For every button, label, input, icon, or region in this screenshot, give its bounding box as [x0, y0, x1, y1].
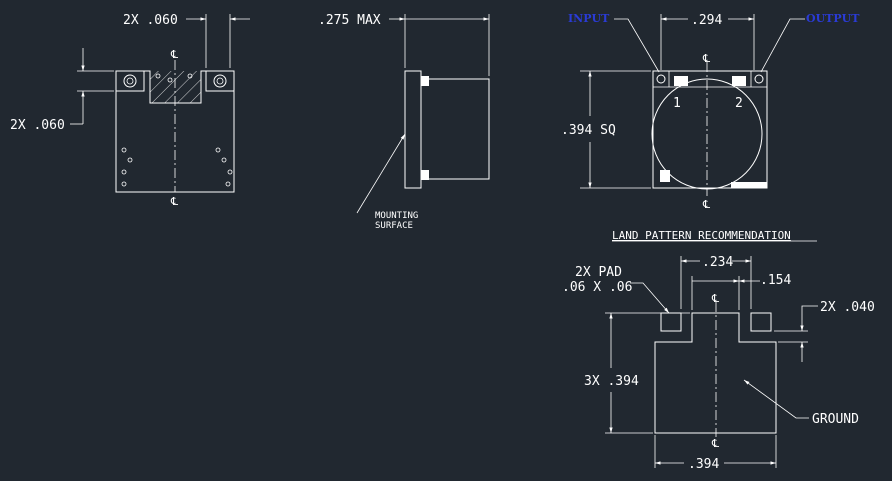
side-view: .275 MAX MOUNTING SURFACE: [318, 13, 490, 231]
land-pad-right: [750, 312, 772, 332]
top-pad-4: [731, 182, 767, 188]
side-mounting-leader: [356, 133, 406, 214]
land-dim-tab-width: .154: [760, 273, 791, 288]
side-flange: [404, 70, 422, 189]
land-pad-label-2: .06 X .06: [562, 280, 632, 295]
side-tab-bottom: [421, 170, 429, 180]
land-pattern-title: LAND PATTERN RECOMMENDATION: [612, 229, 791, 242]
front-pin-right-inner: [216, 77, 224, 85]
top-view: ℄ ℄ 1 2 INPUT OUTPUT .294 .394 SQ: [561, 12, 860, 211]
front-pin-right-hole: [213, 74, 227, 88]
front-pin-left-hole: [123, 74, 137, 88]
top-body: [652, 70, 768, 189]
top-output-leader: [760, 18, 805, 73]
front-dim-pin-height: 2X .060: [10, 118, 65, 133]
front-view: ℄ ℄ 2X .060 2X .060: [10, 13, 250, 208]
top-input-label: INPUT: [568, 12, 610, 25]
front-cl-top: ℄: [170, 48, 178, 61]
top-input-leader: [614, 18, 660, 73]
side-mounting-label-2: SURFACE: [375, 221, 413, 231]
front-cl-bottom: ℄: [170, 195, 178, 208]
top-dim-pitch: .294: [691, 13, 722, 28]
side-tab-top: [421, 76, 429, 86]
land-dim-pad-spacing: .234: [702, 255, 733, 270]
land-dim-arrow-gap-1: [800, 305, 818, 331]
top-pin-output: [754, 74, 764, 84]
front-dots: [121, 73, 233, 187]
side-dim-max: .275 MAX: [318, 13, 381, 28]
land-ground-leader: [743, 379, 809, 419]
land-pad-label-1: 2X PAD: [575, 265, 622, 280]
land-dim-gap: 2X .040: [820, 300, 875, 315]
front-pin-left-inner: [126, 77, 134, 85]
top-pin1-label: 1: [673, 96, 681, 111]
front-pin-right: [205, 70, 235, 92]
land-pattern: LAND PATTERN RECOMMENDATION ℄ ℄ 2X PAD .…: [562, 229, 875, 472]
land-dim-height: 3X .394: [584, 374, 639, 389]
top-pad-2: [732, 76, 746, 86]
top-pad-1: [674, 76, 688, 86]
top-pad-3: [660, 170, 670, 182]
land-cl-bottom: ℄: [711, 437, 719, 450]
front-pin-left: [115, 70, 145, 92]
land-pad-leader: [630, 282, 670, 314]
front-top-strip: [150, 71, 201, 103]
land-pad-left: [660, 312, 682, 332]
top-output-label: OUTPUT: [806, 12, 860, 25]
land-ground: [654, 312, 777, 434]
top-cl-bottom: ℄: [702, 198, 710, 211]
top-dim-square: .394 SQ: [561, 123, 616, 138]
top-cl-top: ℄: [702, 52, 710, 65]
land-dim-width: .394: [688, 457, 719, 472]
land-cl-top: ℄: [711, 292, 719, 305]
land-ground-label: GROUND: [812, 412, 859, 427]
top-pin2-label: 2: [735, 96, 743, 111]
side-body: [420, 78, 490, 180]
front-dim-pin-width: 2X .060: [123, 13, 178, 28]
top-pin-input: [656, 74, 666, 84]
side-mounting-label-1: MOUNTING: [375, 211, 418, 221]
